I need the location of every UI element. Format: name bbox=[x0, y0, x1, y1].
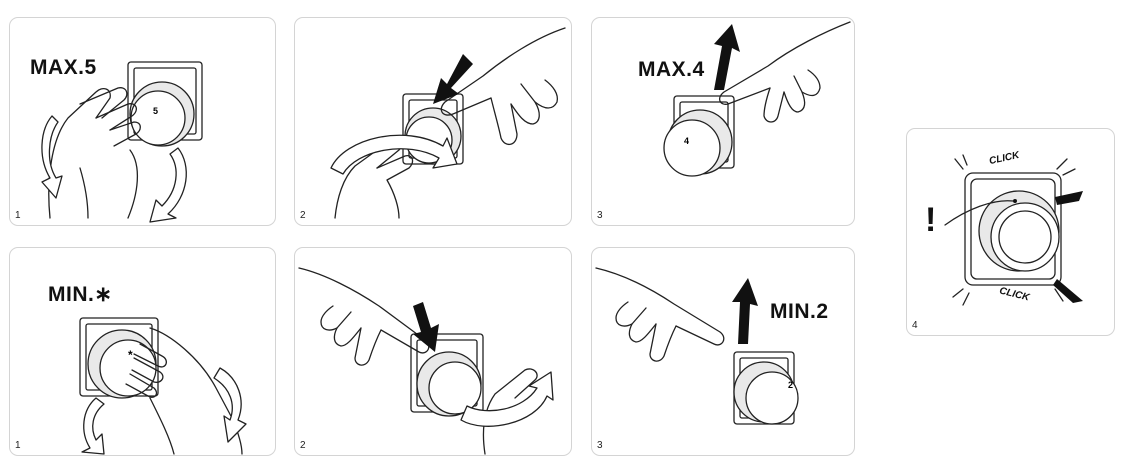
setting-label: MIN.2 bbox=[770, 300, 829, 323]
setting-label: MAX.4 bbox=[638, 58, 705, 81]
panel-push-rotate-2: 2 bbox=[294, 247, 572, 456]
knob-number: 2 bbox=[788, 380, 794, 390]
step-number: 2 bbox=[300, 210, 306, 221]
step-number: 1 bbox=[15, 210, 21, 221]
hand-turning-knob-icon bbox=[79, 317, 247, 455]
step-number: 4 bbox=[912, 320, 918, 331]
setting-label: MAX.5 bbox=[30, 56, 97, 79]
step-number: 3 bbox=[597, 440, 603, 451]
knob-number: 5 bbox=[153, 106, 159, 116]
step-number: 2 bbox=[300, 440, 306, 451]
panel-min-2: MIN.2 2 3 bbox=[591, 247, 855, 456]
panel-push-rotate: 2 bbox=[294, 17, 572, 226]
thermostat-knob-icon bbox=[944, 154, 1083, 306]
hand-pulling-knob-icon bbox=[663, 21, 851, 177]
knob-number: * bbox=[128, 348, 133, 362]
step-number: 1 bbox=[15, 440, 21, 451]
exclamation-icon: ! bbox=[925, 201, 937, 239]
hand-turning-knob-icon bbox=[41, 61, 203, 223]
step-number: 3 bbox=[597, 210, 603, 221]
hand-pushing-knob-icon bbox=[298, 267, 554, 455]
knob-number: 4 bbox=[684, 136, 690, 146]
hand-pulling-knob-icon bbox=[595, 267, 799, 425]
panel-max-4: MAX.4 4 3 bbox=[591, 17, 855, 226]
panel-min-frost: MIN.∗ * 1 bbox=[9, 247, 276, 456]
panel-max-5: MAX.5 5 1 bbox=[9, 17, 276, 226]
panel-click: ! CLICK CLICK 4 bbox=[906, 128, 1115, 336]
setting-label: MIN.∗ bbox=[48, 283, 113, 306]
hand-pushing-knob-icon bbox=[330, 27, 566, 219]
